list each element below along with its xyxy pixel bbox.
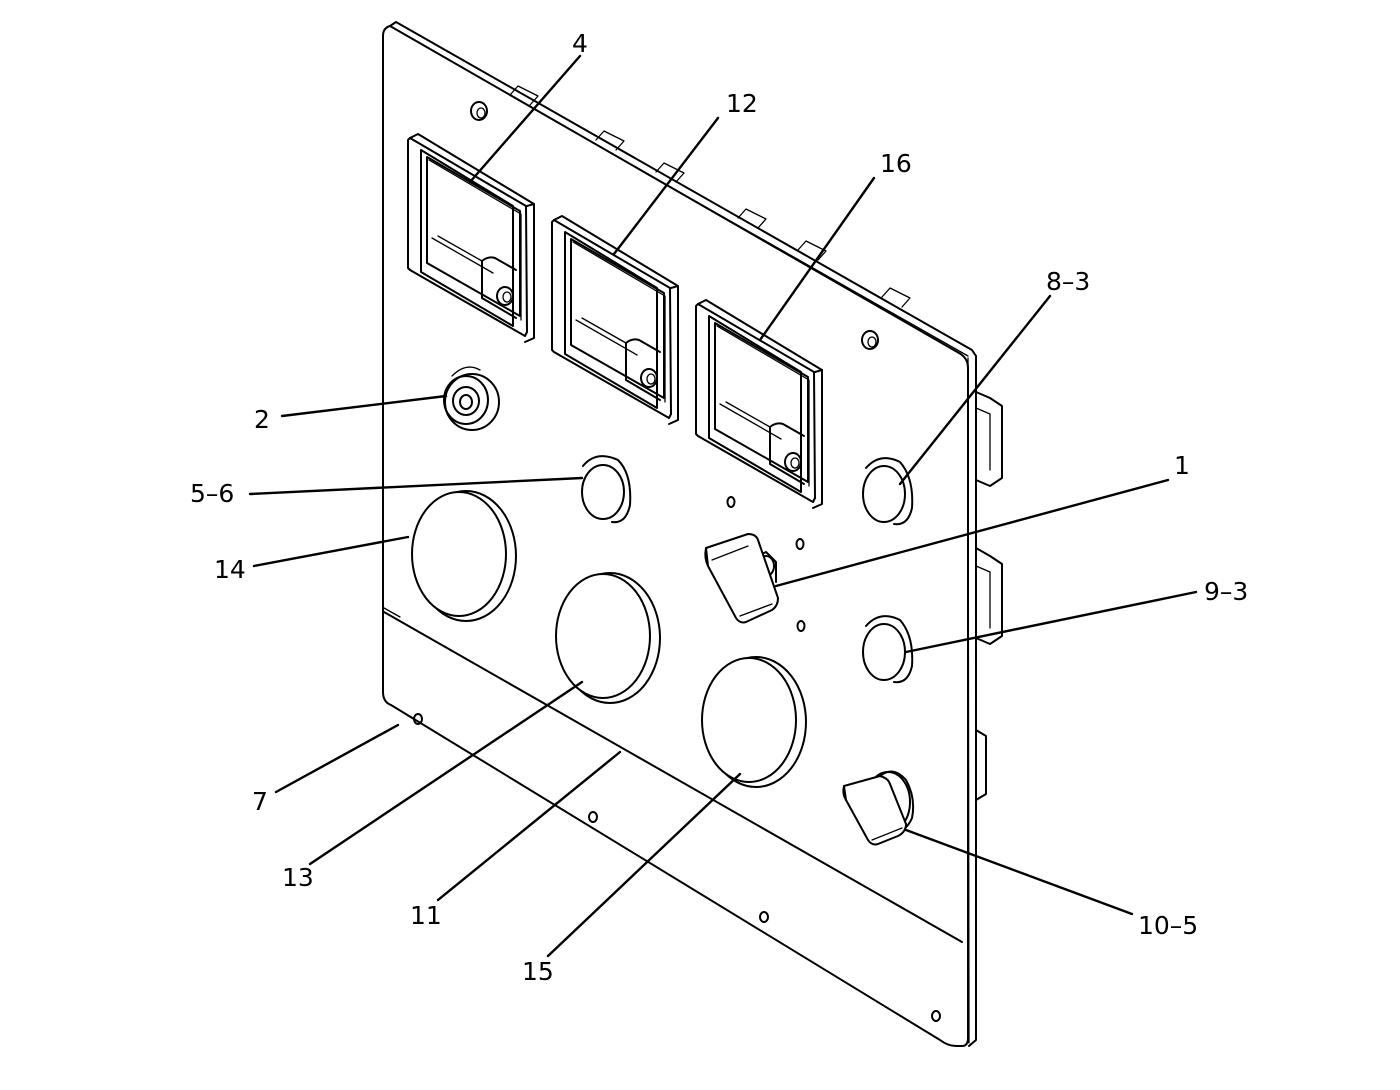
leader-7 — [274, 723, 400, 794]
large-gauge-14 — [411, 490, 517, 622]
callout-7: 7 — [252, 787, 268, 816]
callout-16: 16 — [880, 149, 912, 178]
large-gauge-13 — [555, 572, 661, 704]
leader-lines — [248, 54, 1198, 958]
leader-8-3 — [898, 294, 1052, 486]
callout-9-3: 9–3 — [1204, 577, 1248, 606]
callout-8-3: 8–3 — [1046, 267, 1090, 296]
large-gauge-15 — [701, 656, 807, 788]
rotary-switch-1 — [704, 533, 779, 624]
leader-1 — [774, 478, 1170, 588]
leader-9-3 — [904, 590, 1198, 654]
button-9-3 — [862, 615, 914, 684]
leader-14 — [252, 535, 410, 568]
button-8-3 — [862, 457, 914, 526]
callout-10-5: 10–5 — [1138, 911, 1198, 940]
gauge-16 — [695, 299, 823, 509]
callout-13: 13 — [282, 863, 314, 892]
leader-10-5 — [904, 828, 1134, 916]
front-plate — [382, 25, 969, 1047]
callout-14: 14 — [214, 555, 246, 584]
side-connectors — [975, 391, 1003, 801]
rotary-switch-10-5 — [842, 770, 915, 846]
gauge-4 — [407, 133, 535, 343]
gauge-12 — [551, 215, 679, 425]
leader-15 — [546, 772, 742, 958]
mounting-holes — [413, 101, 941, 1022]
callout-15: 15 — [522, 957, 554, 986]
leader-4 — [468, 54, 582, 184]
callout-labels: 4 12 16 8–3 2 5–6 1 14 9–3 7 13 11 15 10… — [190, 29, 1248, 986]
callout-4: 4 — [572, 29, 588, 58]
callout-1: 1 — [1174, 451, 1190, 480]
button-5-6 — [581, 455, 632, 524]
leader-5-6 — [248, 476, 584, 496]
leader-2 — [280, 394, 448, 418]
bottom-flange — [383, 607, 963, 943]
callout-2: 2 — [254, 405, 270, 434]
leader-11 — [436, 750, 622, 902]
leader-16 — [758, 176, 876, 342]
callout-5-6: 5–6 — [190, 479, 234, 508]
callout-12: 12 — [726, 89, 758, 118]
leader-12 — [612, 116, 720, 256]
leader-13 — [308, 680, 584, 866]
callout-11: 11 — [410, 901, 442, 930]
indicator-lamp-2 — [443, 366, 500, 431]
